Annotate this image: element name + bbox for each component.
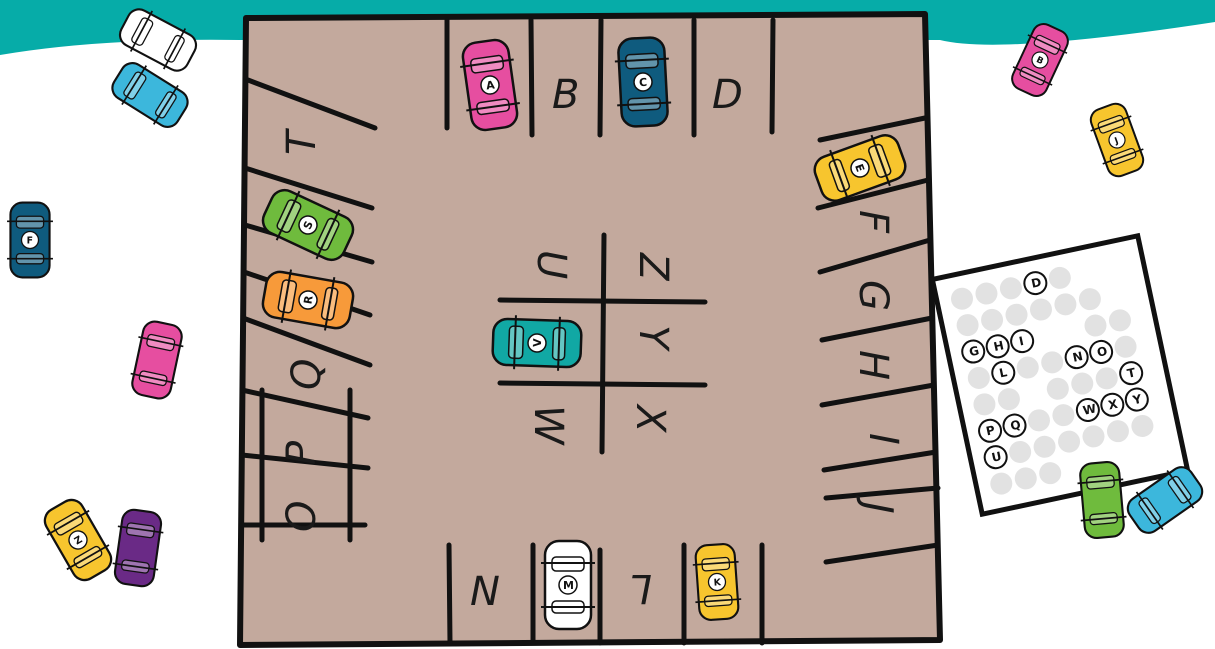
spot-label-b: B: [552, 72, 579, 118]
spot-label-o: O: [279, 501, 325, 532]
spot-label-h: H: [850, 350, 896, 380]
spot-label-d: D: [712, 72, 743, 118]
spot-label-l: L: [630, 565, 652, 611]
spot-label-t: T: [279, 127, 325, 155]
spot-label-p: P: [279, 440, 325, 465]
spot-label-f: F: [850, 210, 896, 234]
spot-label-n: N: [470, 569, 500, 615]
car-c[interactable]: C: [614, 37, 673, 128]
spot-label-x: X: [627, 403, 673, 434]
car-c-label: C: [639, 76, 648, 89]
car-m[interactable]: M: [541, 541, 595, 629]
spot-label-u: U: [528, 250, 574, 279]
spot-label-i: I: [860, 433, 906, 445]
car-m-label: M: [563, 579, 574, 592]
spot-label-y: Y: [630, 325, 676, 353]
parking-card: D G H I L N O T P Q W X Y U: [932, 236, 1187, 514]
car-f-label: F: [27, 235, 33, 246]
car-j[interactable]: J: [1085, 100, 1150, 181]
car-z[interactable]: Z: [37, 494, 119, 587]
car-k[interactable]: K: [691, 543, 742, 621]
car-v[interactable]: V: [492, 314, 582, 371]
spot-label-g: G: [850, 280, 896, 311]
spot-label-q: Q: [284, 359, 330, 390]
spot-label-z: Z: [630, 252, 676, 282]
car-unlabeled-pink[interactable]: [127, 319, 187, 402]
spot-label-w: W: [525, 405, 571, 446]
car-f[interactable]: F: [7, 203, 53, 278]
car-unlabeled-purple[interactable]: [110, 508, 166, 588]
car-v-label: V: [531, 338, 544, 347]
